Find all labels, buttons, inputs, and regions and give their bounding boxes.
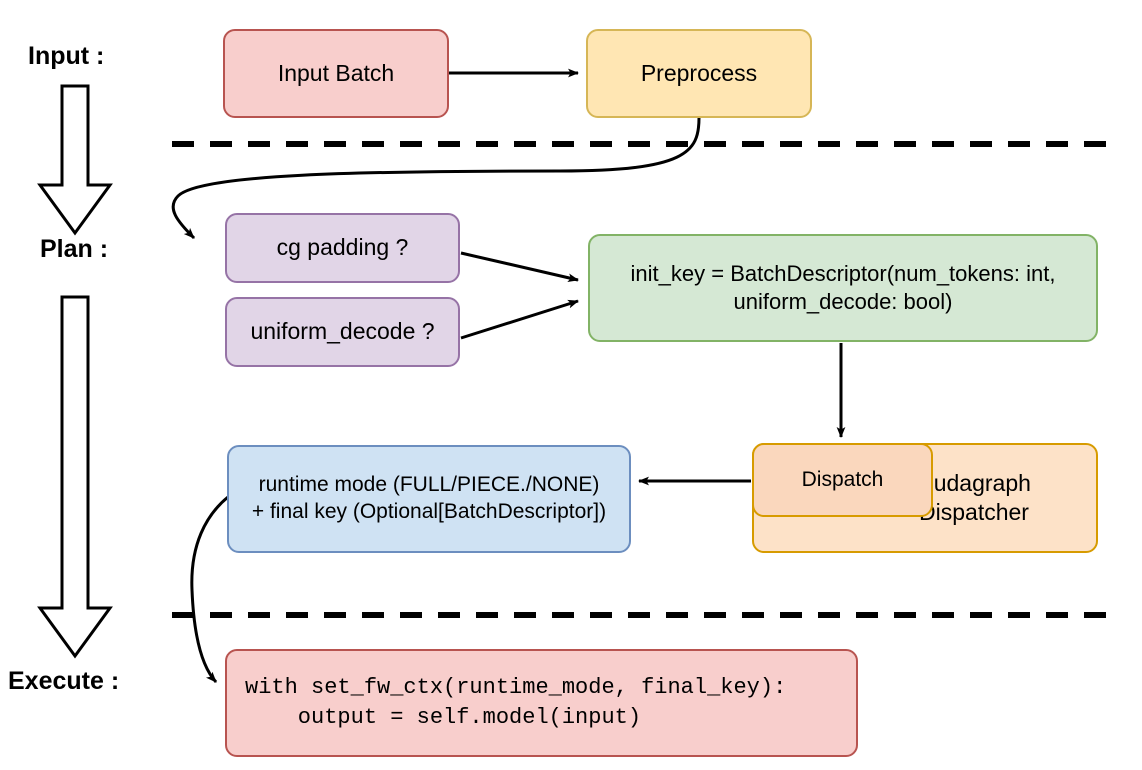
uniform-decode-to-init-key-connector bbox=[460, 299, 579, 340]
node-uniform-decode-label: uniform_decode ? bbox=[250, 318, 435, 345]
node-input-batch-label: Input Batch bbox=[277, 59, 395, 86]
node-dispatch[interactable]: Dispatch bbox=[752, 443, 933, 517]
node-execute-code-line1: with set_fw_ctx(runtime_mode, final_key)… bbox=[245, 675, 787, 701]
node-init-key-label-line1: init_key = BatchDescriptor(num_tokens: i… bbox=[630, 260, 1056, 286]
node-runtime-mode-label-line1: runtime mode (FULL/PIECE./NONE) bbox=[258, 473, 600, 497]
node-cudagraph-dispatcher-label-line1: Cudagraph bbox=[917, 469, 1031, 496]
node-execute-code-line2: output = self.model(input) bbox=[245, 705, 642, 730]
runtime-mode-to-execute-code-connector bbox=[190, 495, 229, 684]
node-cg-padding-label: cg padding ? bbox=[276, 234, 409, 261]
cg-padding-to-init-key-connector bbox=[460, 251, 579, 283]
node-preprocess-label: Preprocess bbox=[640, 59, 758, 86]
stage-label-execute: Execute : bbox=[8, 667, 120, 695]
node-dispatch-label: Dispatch bbox=[801, 467, 884, 491]
stage-label-input: Input : bbox=[28, 42, 105, 70]
node-execute-code[interactable]: with set_fw_ctx(runtime_mode, final_key)… bbox=[225, 649, 858, 757]
node-uniform-decode[interactable]: uniform_decode ? bbox=[225, 297, 460, 367]
node-init-key[interactable]: init_key = BatchDescriptor(num_tokens: i… bbox=[588, 234, 1098, 342]
node-cg-padding[interactable]: cg padding ? bbox=[225, 213, 460, 283]
node-cudagraph-dispatcher-label-line2: Dispatcher bbox=[919, 499, 1029, 525]
node-preprocess[interactable]: Preprocess bbox=[586, 29, 812, 118]
node-runtime-mode-label-line2: + final key (Optional[BatchDescriptor]) bbox=[251, 500, 607, 523]
stage-label-plan: Plan : bbox=[40, 235, 109, 263]
plan-to-execute-arrow bbox=[37, 295, 113, 659]
input-to-plan-arrow bbox=[37, 84, 113, 236]
node-init-key-label-line2: uniform_decode: bool) bbox=[733, 289, 953, 314]
node-input-batch[interactable]: Input Batch bbox=[223, 29, 449, 118]
node-runtime-mode[interactable]: runtime mode (FULL/PIECE./NONE) + final … bbox=[227, 445, 631, 553]
